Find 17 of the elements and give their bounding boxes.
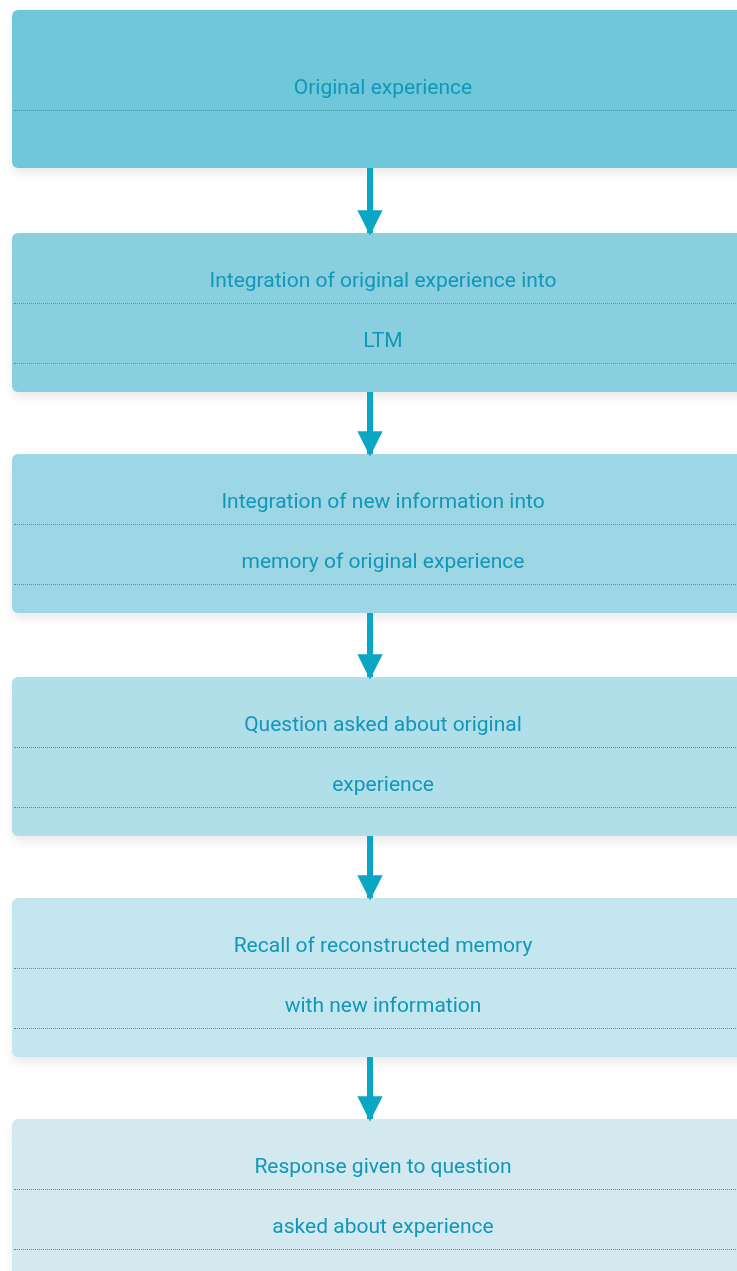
arrow [357,392,383,457]
arrow [357,613,383,680]
step-text: Recall of reconstructed memory with new information [232,932,534,1019]
step-text: Original experience [293,74,473,101]
process-box [12,10,737,168]
process-box [12,454,737,613]
step-text: Integration of original experience into LTM [208,267,558,354]
step-text: Question asked about original experience [243,711,523,798]
process-box [12,677,737,836]
process-box [12,898,737,1057]
step-text: Integration of new information into memory of original experience [220,488,546,575]
arrow [357,168,383,236]
arrow [357,1057,383,1122]
process-box [12,233,737,392]
process-box [12,1119,737,1271]
arrow [357,836,383,901]
step-text: Response given to question asked about experience [253,1153,513,1240]
